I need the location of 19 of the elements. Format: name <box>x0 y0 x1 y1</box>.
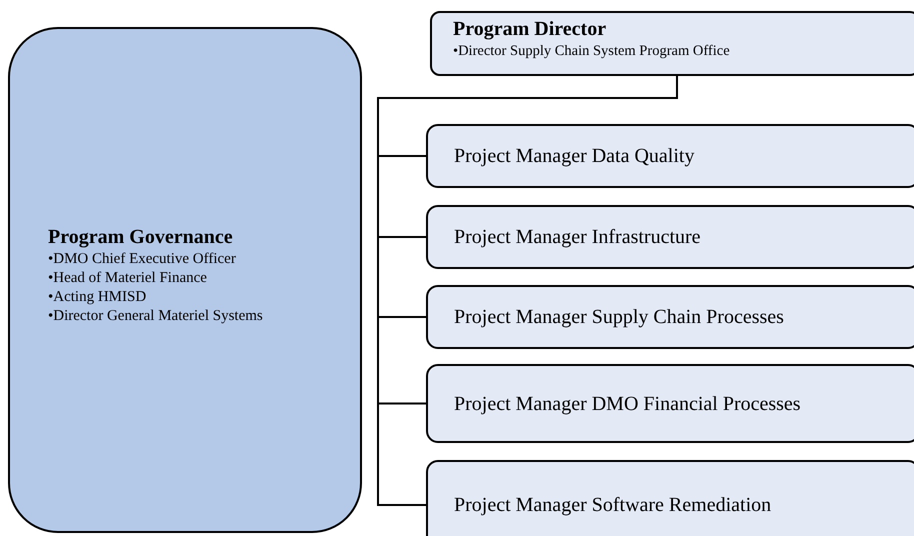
role-box <box>426 205 914 269</box>
role-title: Project Manager Supply Chain Processes <box>454 305 785 330</box>
role-box <box>426 460 914 536</box>
role-title: Project Manager DMO Financial Processes <box>454 392 802 416</box>
bullet-item: •Director Supply Chain System Program Office <box>453 42 731 61</box>
bullet-item: •Head of Materiel Finance <box>48 269 208 288</box>
role-title: Project Manager Software Remediation <box>454 493 772 518</box>
role-box <box>426 124 914 188</box>
role-title: Project Manager Data Quality <box>454 144 696 169</box>
bullet-item: •DMO Chief Executive Officer <box>48 250 237 269</box>
governance-box <box>8 27 362 533</box>
box-heading: Program Director <box>453 17 608 42</box>
role-box <box>430 11 914 76</box>
bullet-item: •Acting HMISD <box>48 288 148 307</box>
role-box <box>426 364 914 443</box>
bullet-item: •Director General Materiel Systems <box>48 307 264 326</box>
role-title: Project Manager Infrastructure <box>454 225 702 250</box>
box-heading: Program Governance <box>48 225 234 250</box>
role-box <box>426 285 914 349</box>
